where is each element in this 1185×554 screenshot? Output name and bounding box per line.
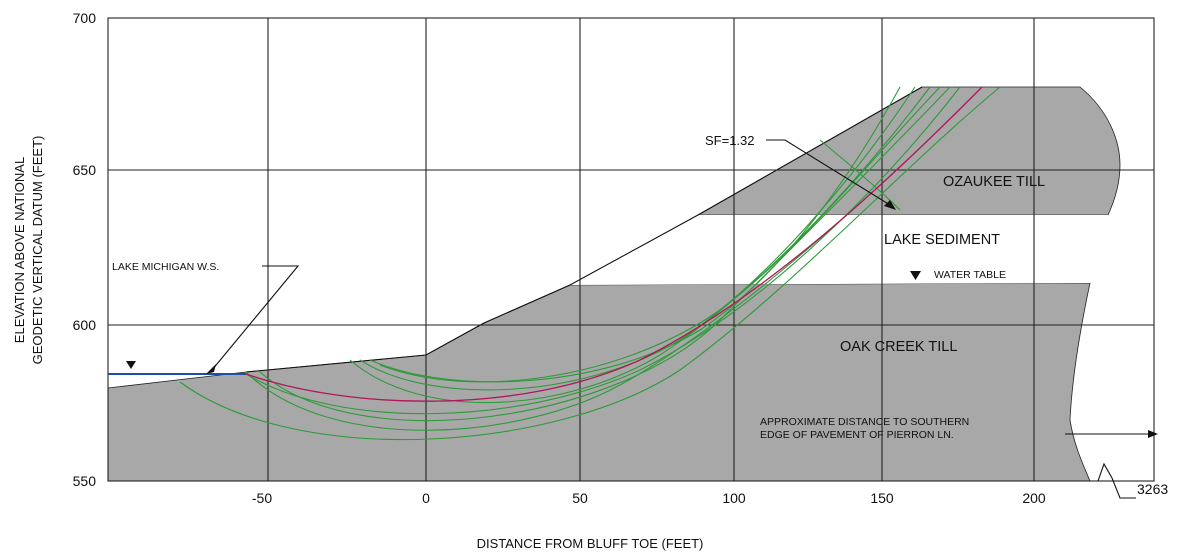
critical-slip-surface [245,86,983,402]
x-axis-title: DISTANCE FROM BLUFF TOE (FEET) [477,536,704,551]
x-tick-label: -50 [252,490,272,506]
x-tick-label: 50 [572,490,588,506]
lake-sediment-label: LAKE SEDIMENT [884,232,1000,248]
y-axis-title-line1: ELEVATION ABOVE NATIONAL [12,157,27,343]
x-tick-label: 150 [870,490,894,506]
water-table-icon [910,271,921,280]
y-tick-label: 700 [73,10,97,26]
pavement-note-line1: APPROXIMATE DISTANCE TO SOUTHERN [760,416,969,428]
grid [107,17,1155,482]
bluff-face-line [245,86,923,373]
soil-layers [107,86,1121,482]
water-table-label: WATER TABLE [934,269,1006,281]
lake-sediment-layer [570,215,1108,285]
y-tick-label: 550 [73,473,97,489]
ozaukee-till-label: OZAUKEE TILL [943,174,1045,190]
pavement-note-line2: EDGE OF PAVEMENT OF PIERRON LN. [760,429,954,441]
x-tick-label: 200 [1022,490,1046,506]
oak-creek-till-label: OAK CREEK TILL [840,339,957,355]
oak-creek-till-layer [107,282,1091,482]
y-tick-labels: 700 650 600 550 [73,10,97,489]
y-tick-label: 600 [73,317,97,333]
ozaukee-till-layer [696,86,1121,216]
slip-surfaces [179,86,1001,441]
x-tick-labels: -50 0 50 100 150 200 [252,490,1046,506]
x-tick-label: 0 [422,490,430,506]
lake-water-table-marker-icon [126,361,136,369]
x-tick-label: 100 [722,490,746,506]
axis-break-value: 3263 [1137,481,1168,497]
y-axis-title-line2: GEODETIC VERTICAL DATUM (FEET) [30,136,45,365]
axis-break-icon [1097,462,1136,499]
safety-factor-label: SF=1.32 [705,133,755,148]
y-tick-label: 650 [73,162,97,178]
annotation-arrows [206,139,1158,499]
lake-ws-label: LAKE MICHIGAN W.S. [112,261,219,273]
